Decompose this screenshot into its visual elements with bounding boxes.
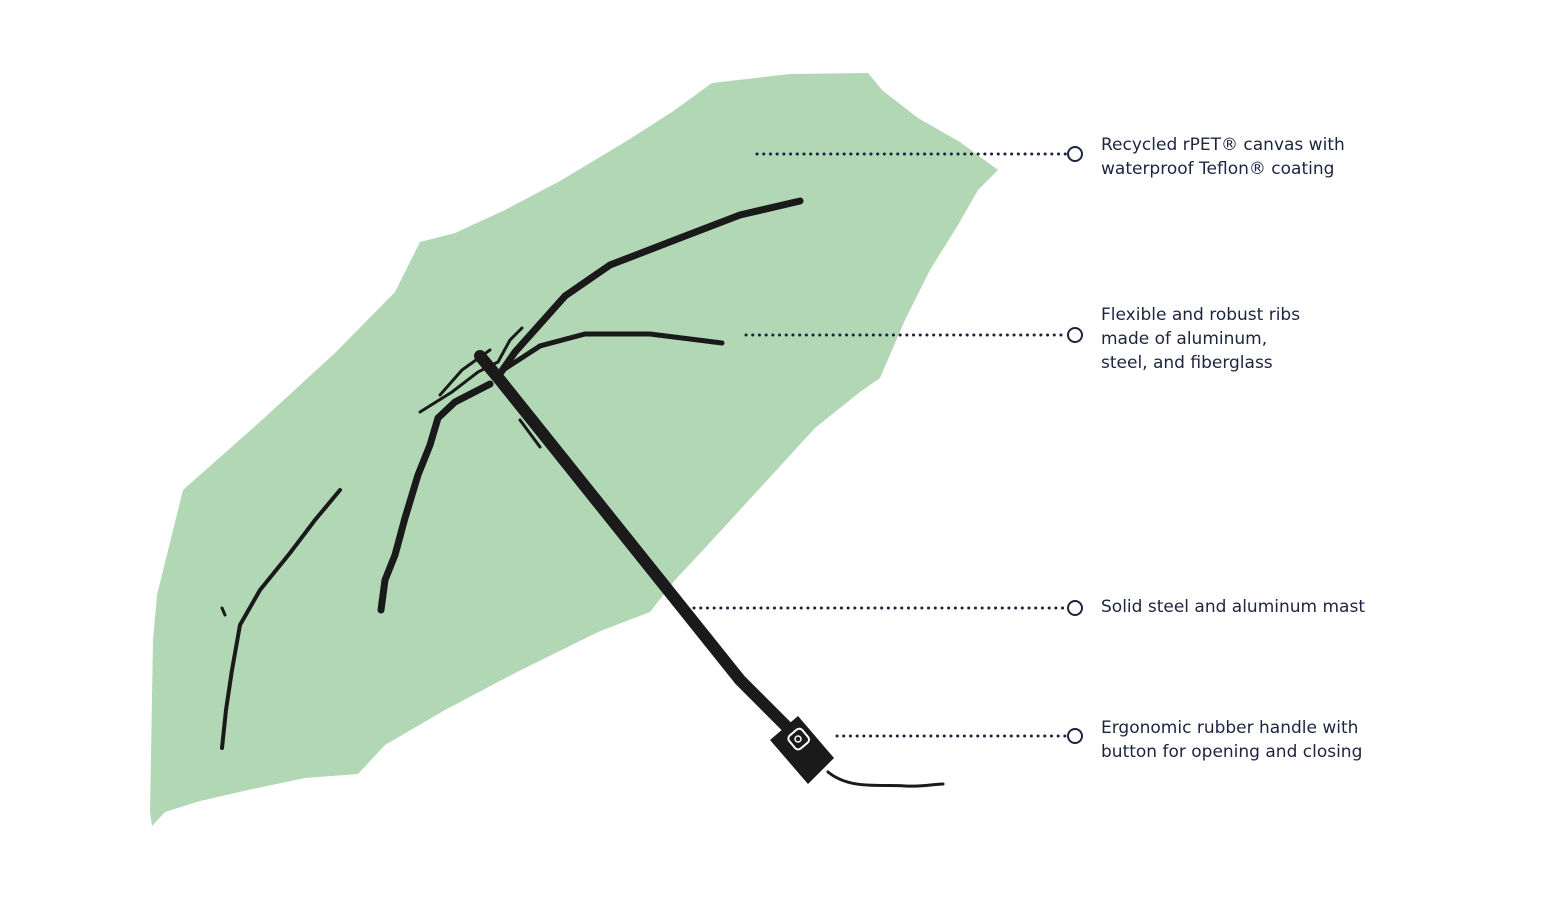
callout-canvas-marker xyxy=(1067,146,1083,162)
callout-ribs-leader xyxy=(744,327,1083,343)
callout-ribs-line-2: made of aluminum, xyxy=(1101,329,1268,349)
callout-ribs-text: Flexible and robust ribs made of aluminu… xyxy=(1101,303,1300,375)
callout-canvas-line-1: Recycled rPET® canvas with xyxy=(1101,135,1345,155)
callout-canvas-leader xyxy=(755,146,1083,162)
callout-handle-marker xyxy=(1067,728,1083,744)
callout-mast-text: Solid steel and aluminum mast xyxy=(1101,595,1365,619)
callout-mast-line-1: Solid steel and aluminum mast xyxy=(1101,597,1365,617)
callout-mast-leader xyxy=(692,600,1083,616)
umbrella-mast xyxy=(474,350,796,736)
umbrella-illustration xyxy=(150,73,998,826)
callout-handle-line-1: Ergonomic rubber handle with xyxy=(1101,718,1359,738)
callout-ribs-line-1: Flexible and robust ribs xyxy=(1101,305,1301,325)
open-close-button-icon xyxy=(787,727,811,751)
callout-handle-leader xyxy=(835,728,1083,744)
callout-canvas-line-2: waterproof Teflon® coating xyxy=(1101,159,1335,179)
callout-ribs-line-3: steel, and fiberglass xyxy=(1101,353,1273,373)
callout-canvas-text: Recycled rPET® canvas with waterproof Te… xyxy=(1101,133,1345,181)
callout-handle-text: Ergonomic rubber handle with button for … xyxy=(1101,716,1362,764)
umbrella-handle xyxy=(770,716,945,788)
umbrella-canopy xyxy=(150,73,998,826)
callout-handle-line-2: button for opening and closing xyxy=(1101,742,1363,762)
callout-mast-marker xyxy=(1067,600,1083,616)
callout-ribs-marker xyxy=(1067,327,1083,343)
